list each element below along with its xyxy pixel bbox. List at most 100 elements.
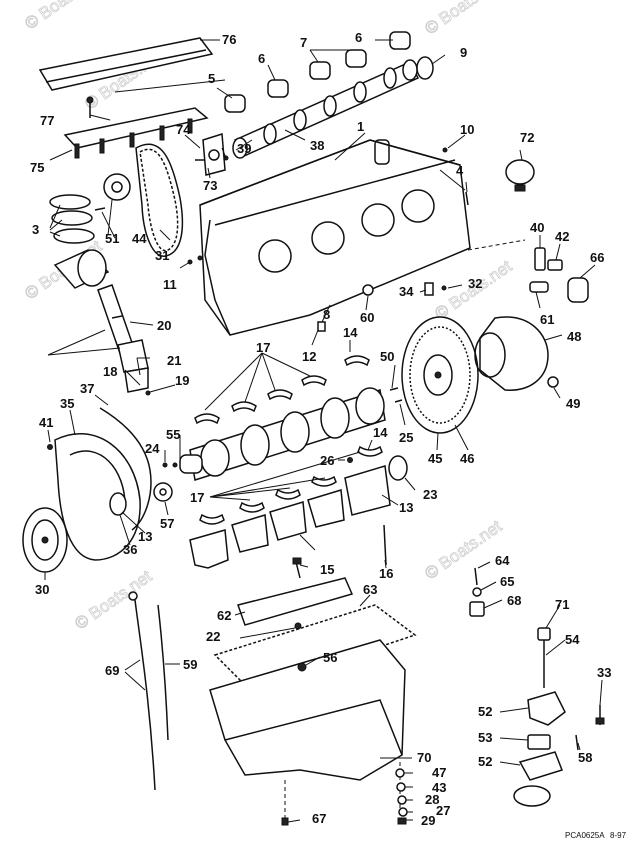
callout-71: 71: [555, 597, 569, 612]
callout-39: 39: [237, 141, 251, 156]
callout-61: 61: [540, 312, 554, 327]
callout-19: 19: [175, 373, 189, 388]
callout-74: 74: [176, 122, 191, 137]
callout-53: 53: [478, 730, 492, 745]
crankshaft: [179, 387, 386, 481]
callout-7: 7: [300, 35, 307, 50]
leader-lines: [44, 39, 603, 823]
callout-49: 49: [566, 396, 580, 411]
bearing-shells-lower: [199, 445, 383, 525]
callout-51: 51: [105, 231, 119, 246]
callout-28: 28: [425, 792, 439, 807]
callout-57: 57: [160, 516, 174, 531]
callout-20: 20: [157, 318, 171, 333]
callout-17-lower: 17: [190, 490, 204, 505]
callout-76: 76: [222, 32, 236, 47]
callout-29: 29: [421, 813, 435, 828]
timing-pin: [94, 207, 106, 211]
lifter-valley-tray: [38, 37, 214, 118]
reference-footer: PCA0625A 8-97: [565, 831, 627, 840]
callout-33: 33: [597, 665, 611, 680]
callout-59: 59: [183, 657, 197, 672]
callout-17-upper: 17: [256, 340, 270, 355]
callout-5: 5: [208, 71, 215, 86]
oil-filter-adapter: [469, 567, 485, 617]
callout-18: 18: [103, 364, 117, 379]
callout-60: 60: [360, 310, 374, 325]
callout-77: 77: [40, 113, 54, 128]
callout-9: 9: [460, 45, 467, 60]
callout-63: 63: [363, 582, 377, 597]
callout-24: 24: [145, 441, 160, 456]
bearing-shells-upper: [194, 355, 370, 425]
callout-14-lower: 14: [373, 425, 388, 440]
harmonic-balancer: [22, 507, 68, 573]
callout-72: 72: [520, 130, 534, 145]
callout-6-left: 6: [258, 51, 265, 66]
callout-3: 3: [32, 222, 39, 237]
callout-11: 11: [163, 277, 177, 292]
callout-1: 1: [357, 119, 364, 134]
callout-27: 27: [436, 803, 450, 818]
callout-56: 56: [323, 650, 337, 665]
engine-block: [197, 139, 471, 336]
timing-cover-gasket: [99, 407, 152, 531]
callout-70: 70: [417, 750, 431, 765]
callout-65: 65: [500, 574, 514, 589]
callout-67: 67: [312, 811, 326, 826]
camshaft-sprocket: [103, 173, 131, 201]
bearing-cap-bolts: [292, 457, 387, 579]
callout-16: 16: [379, 566, 393, 581]
callout-64: 64: [495, 553, 510, 568]
callout-52-upper: 52: [478, 704, 492, 719]
timing-chain: [135, 143, 184, 257]
sender-unit: [505, 159, 535, 192]
date-code: 8-97: [610, 831, 627, 840]
callout-42: 42: [555, 229, 569, 244]
watermark-bottom-left: © Boats.net: [71, 566, 155, 633]
piston-assembly: [53, 249, 151, 396]
callout-31: 31: [155, 248, 169, 263]
crankshaft-sprocket: [153, 462, 178, 502]
callout-34: 34: [399, 284, 414, 299]
callout-36: 36: [123, 542, 137, 557]
dowel-pins: [389, 387, 403, 403]
camshaft-bearings: [224, 31, 434, 113]
callout-30: 30: [35, 582, 49, 597]
callout-26: 26: [320, 453, 334, 468]
piston-rings: [49, 194, 95, 244]
callout-52-lower: 52: [478, 754, 492, 769]
callout-14-upper: 14: [343, 325, 358, 340]
callout-13-left: 13: [138, 529, 152, 544]
callout-69: 69: [105, 663, 119, 678]
callout-22: 22: [206, 629, 220, 644]
callout-62: 62: [217, 608, 231, 623]
drive-coupler: [474, 316, 559, 391]
callout-35: 35: [60, 396, 74, 411]
callout-55: 55: [166, 427, 180, 442]
lifter-guide-retainer: [63, 107, 209, 159]
callout-21: 21: [167, 353, 181, 368]
callout-38: 38: [310, 138, 324, 153]
dipstick: [128, 591, 169, 791]
callout-37: 37: [80, 381, 94, 396]
callout-10: 10: [460, 122, 474, 137]
callout-40: 40: [530, 220, 544, 235]
main-bearing-caps: [189, 465, 391, 569]
callout-43: 43: [432, 780, 446, 795]
callout-73: 73: [203, 178, 217, 193]
callout-15: 15: [320, 562, 334, 577]
callout-32: 32: [468, 276, 482, 291]
oil-pan-gasket: [213, 604, 417, 691]
callout-6-right: 6: [355, 30, 362, 45]
oil-pump-assembly: [513, 627, 605, 807]
callout-66: 66: [590, 250, 604, 265]
callout-75: 75: [30, 160, 44, 175]
watermark-lower-right: © Boats.net: [421, 516, 505, 583]
callout-54: 54: [565, 632, 580, 647]
camshaft: [232, 59, 420, 159]
windage-tray: [237, 577, 354, 630]
callout-44: 44: [132, 231, 147, 246]
callout-12: 12: [302, 349, 316, 364]
